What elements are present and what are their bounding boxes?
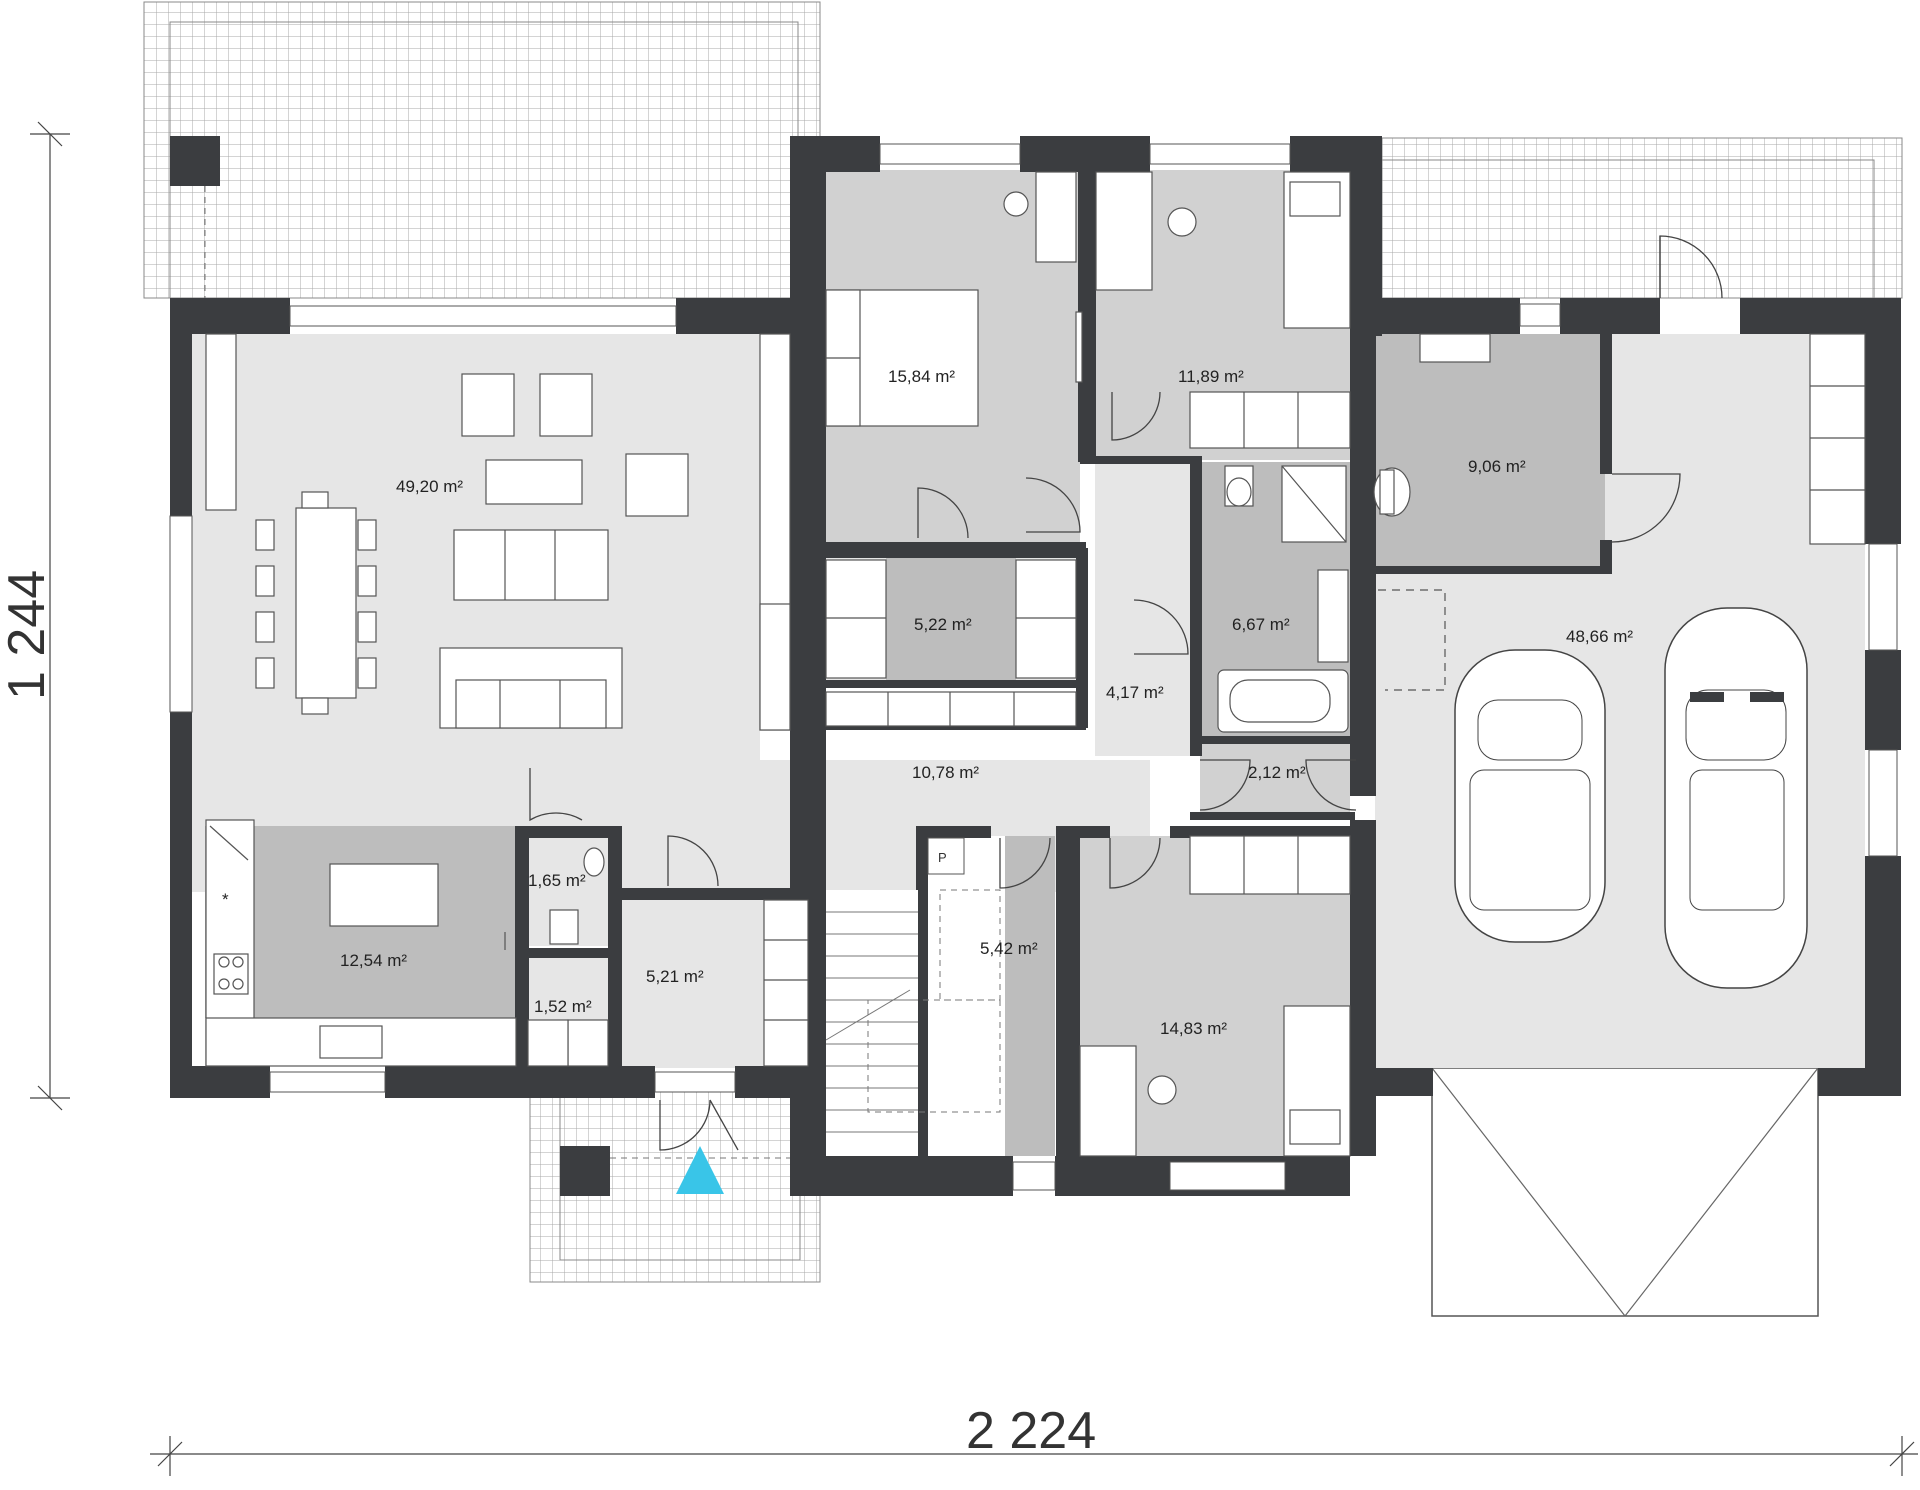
room-area-closet: 1,52 m² [534,997,592,1016]
width-dimension-label: 2 224 [966,1402,1096,1460]
utility-fixtures [1373,333,1491,517]
windows [169,143,1898,1191]
garage-contents [1378,333,1866,691]
living-furniture [205,333,791,731]
driveway-canopy [1431,1067,1819,1317]
room-area-corridor: 10,78 m² [912,763,979,782]
rear-terrace [143,1,821,299]
room-area-kitchen: 12,54 m² [340,951,407,970]
height-dimension-label: 1 244 [0,570,56,700]
entrance-marker-icon [676,1146,724,1194]
bedroom3-furniture [1079,835,1351,1157]
room-area-utility: 9,06 m² [1468,457,1526,476]
room-area-hall: 4,17 m² [1106,683,1164,702]
doors [529,235,1723,1151]
bedroom1-furniture [825,171,1083,427]
width-dimension [150,1436,1918,1476]
pantry-marker: P [938,850,947,865]
wardrobe-furniture [825,559,1077,727]
area-labels: 49,20 m² 15,84 m² 11,89 m² 9,06 m² 5,22 … [340,367,1633,1038]
height-dimension [30,121,70,1111]
car-left-icon [1454,649,1606,943]
svg-text:*: * [222,890,229,909]
room-area-wc: 1,65 m² [528,871,586,890]
terrace-chimney [170,136,220,186]
room-area-stairs: 5,42 m² [980,939,1038,958]
entrance-furniture [763,899,809,1067]
car-right-icon [1664,607,1808,989]
wc-fixtures [527,847,609,1067]
kitchen-furniture: * [205,819,517,1067]
room-area-bedroom3: 14,83 m² [1160,1019,1227,1038]
porch-column [560,1146,610,1196]
walls [170,136,1901,1196]
room-area-bathroom: 6,67 m² [1232,615,1290,634]
staircase: P [825,837,1001,1156]
room-area-wardrobe: 5,22 m² [914,615,972,634]
room-area-storage: 2,12 m² [1248,763,1306,782]
room-area-entrance: 5,21 m² [646,967,704,986]
room-area-bedroom1: 15,84 m² [888,367,955,386]
garage-terrace [1381,137,1903,299]
bedroom2-furniture [1095,171,1351,449]
room-area-garage: 48,66 m² [1566,627,1633,646]
room-area-living: 49,20 m² [396,477,463,496]
room-area-bedroom2: 11,89 m² [1178,367,1244,386]
bathroom-fixtures [1217,465,1349,733]
